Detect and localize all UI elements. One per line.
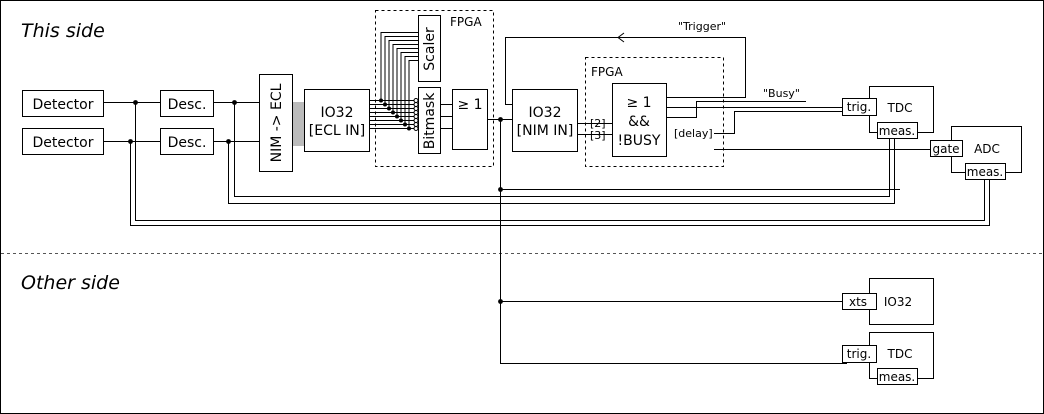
fpga-2: FPGA (585, 57, 724, 167)
port-in-3: [3] (590, 129, 606, 142)
svg-text:IO32: IO32 (529, 105, 562, 121)
io32-other-side: IO32 xts (842, 278, 934, 325)
detector-1: Detector (22, 90, 104, 117)
wires (103, 32, 990, 364)
other-side-label: Other side (21, 272, 120, 294)
scaler: Scaler (418, 15, 441, 82)
svg-text:NIM -> ECL: NIM -> ECL (269, 83, 285, 162)
io32-ecl-in: IO32 [ECL IN] (304, 89, 370, 152)
nim-to-ecl-converter: NIM -> ECL (259, 74, 293, 172)
svg-text:Desc.: Desc. (168, 135, 207, 151)
ecl-bus (370, 32, 419, 131)
svg-text:trig.: trig. (847, 100, 871, 114)
adc: ADC gate meas. (930, 126, 1022, 180)
bitmask: Bitmask (418, 87, 441, 154)
busy-label: "Busy" (763, 87, 800, 100)
svg-text:[NIM IN]: [NIM IN] (517, 123, 574, 139)
discriminator-1: Desc. (160, 90, 214, 117)
svg-text:≥ 1: ≥ 1 (626, 95, 651, 111)
io32-nim-in: IO32 [NIM IN] (512, 89, 578, 152)
svg-text:meas.: meas. (879, 124, 916, 138)
svg-text:[ECL IN]: [ECL IN] (309, 123, 365, 139)
trigger-label: "Trigger" (678, 20, 726, 33)
svg-text:IO32: IO32 (884, 295, 912, 309)
port-delay: [delay] (674, 127, 713, 140)
trigger-logic: ≥ 1 && !BUSY (612, 83, 667, 157)
fpga-1: FPGA (375, 10, 494, 167)
junctions (128, 100, 503, 304)
svg-text:IO32: IO32 (321, 105, 354, 121)
or-gate: ≥ 1 (452, 89, 488, 150)
svg-text:xts: xts (849, 295, 867, 309)
port-in-2: [2] (590, 117, 606, 130)
svg-text:≥ 1: ≥ 1 (457, 97, 482, 113)
svg-text:FPGA: FPGA (591, 65, 623, 79)
svg-text:!BUSY: !BUSY (618, 133, 661, 149)
svg-text:ADC: ADC (974, 142, 1000, 156)
svg-text:meas.: meas. (879, 370, 916, 384)
svg-text:Detector: Detector (32, 97, 93, 113)
svg-text:&&: && (628, 114, 650, 130)
this-side-label: This side (21, 20, 105, 42)
svg-text:FPGA: FPGA (450, 15, 482, 29)
tdc-this-side: TDC trig. meas. (842, 86, 934, 139)
svg-text:TDC: TDC (887, 347, 913, 361)
svg-text:Bitmask: Bitmask (422, 92, 438, 149)
svg-text:TDC: TDC (887, 101, 913, 115)
detector-2: Detector (22, 128, 104, 155)
discriminator-2: Desc. (160, 128, 214, 155)
svg-text:gate: gate (932, 142, 959, 156)
tdc-other-side: TDC trig. meas. (842, 332, 934, 385)
svg-text:trig.: trig. (847, 347, 871, 361)
svg-text:Scaler: Scaler (422, 27, 438, 71)
svg-text:meas.: meas. (967, 165, 1004, 179)
svg-text:Desc.: Desc. (168, 97, 207, 113)
svg-text:Detector: Detector (32, 135, 93, 151)
